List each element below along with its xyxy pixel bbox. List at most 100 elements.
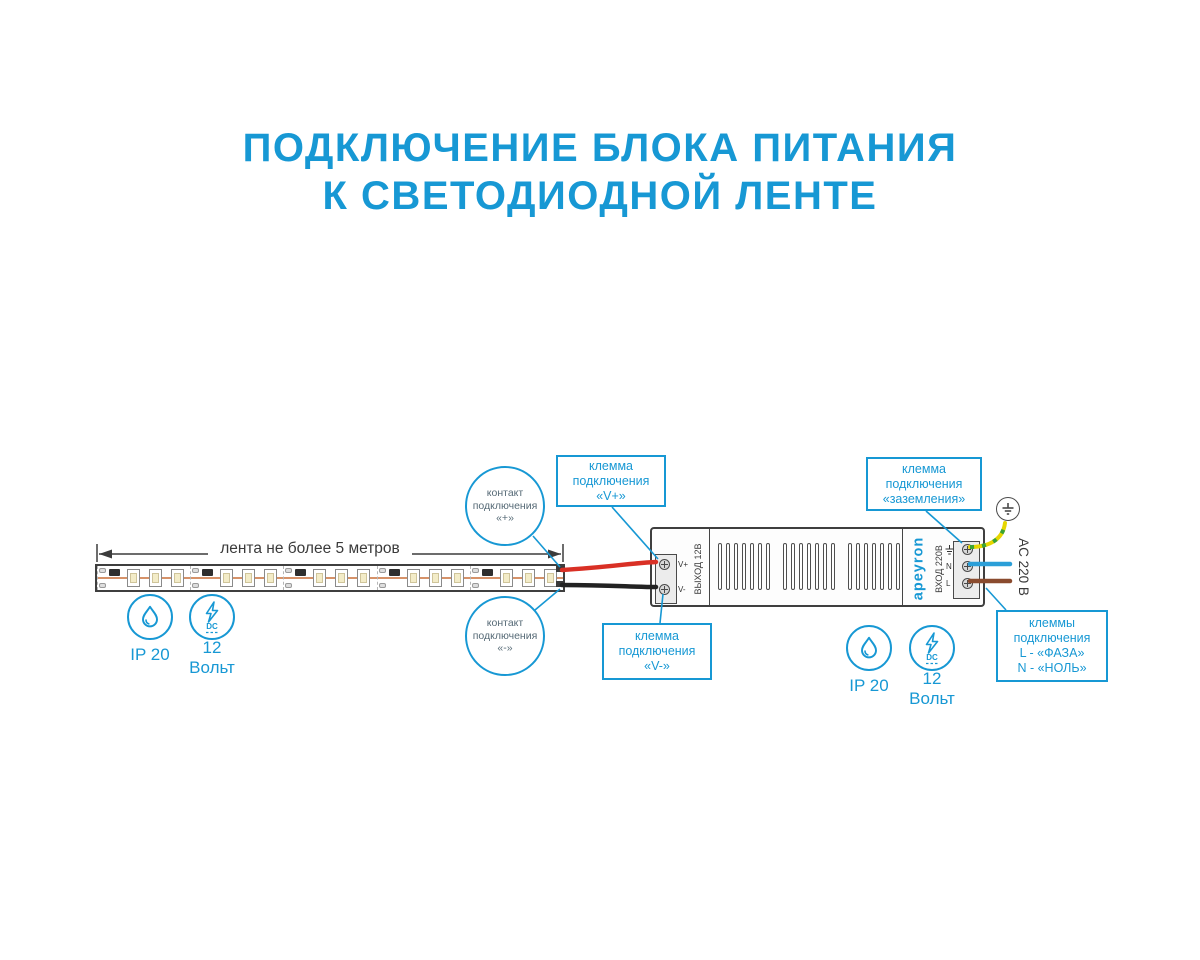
led-emitter (502, 573, 510, 583)
cut-line (469, 566, 471, 590)
wire-red (559, 559, 659, 573)
voltage-label: 12 Вольт (896, 669, 968, 709)
ip-rating-label: IP 20 (849, 676, 889, 695)
vent-slot (848, 543, 852, 590)
vent-slot (791, 543, 795, 590)
vent-slot (815, 543, 819, 590)
dc-lightning-icon: DC (925, 632, 939, 665)
vent-slot (831, 543, 835, 590)
callout-text: «заземления» (882, 491, 966, 506)
page-title: ПОДКЛЮЧЕНИЕ БЛОКА ПИТАНИЯ К СВЕТОДИОДНОЙ… (0, 124, 1200, 220)
led-chip (521, 569, 535, 587)
vent-slot (888, 543, 892, 590)
dc-text: DC (926, 653, 938, 662)
callout-text: контакт (486, 487, 524, 500)
callout-text: клемма (902, 461, 946, 476)
led-strip-segment (190, 566, 284, 590)
resistor (481, 569, 493, 576)
callout-text: подключения (472, 499, 538, 512)
led-emitter (546, 573, 554, 583)
led-chip (220, 569, 234, 587)
callout-text: клемма (635, 629, 679, 643)
solder-pad (471, 583, 479, 588)
ground-icon (1002, 503, 1014, 515)
water-drop-icon (861, 636, 877, 659)
callout-text: «V-» (644, 659, 670, 673)
led-emitter (223, 573, 231, 583)
led-chip (406, 569, 420, 587)
cut-line (283, 566, 285, 590)
solder-pad (378, 568, 386, 573)
vent-slot (799, 543, 803, 590)
callout-text: подключения (472, 629, 538, 642)
dc-voltage-badge: DC (909, 625, 955, 671)
callout-text: L - «ФАЗА» (1019, 646, 1085, 660)
led-chip (313, 569, 327, 587)
dc-voltage-badge: DC (189, 594, 235, 640)
led-emitter (316, 573, 324, 583)
callout-terminal-ln: клеммы подключения L - «ФАЗА» N - «НОЛЬ» (996, 610, 1108, 682)
strip-end-contact-plus (556, 566, 565, 572)
psu-output-label: ВЫХОД 12В (693, 543, 703, 595)
resistor (109, 569, 120, 576)
vent-slot (726, 543, 730, 590)
psu-divider (709, 529, 710, 605)
psu-input-label: ВХОД 220В (934, 545, 944, 593)
voltage-label: 12 Вольт (176, 638, 248, 678)
terminal-screw-ground (962, 544, 973, 555)
resistor (388, 569, 400, 576)
psu-divider (902, 529, 903, 605)
vent-grille (718, 543, 904, 590)
solder-pad (378, 583, 386, 588)
led-emitter (524, 573, 532, 583)
terminal-screw-n (962, 561, 973, 572)
pointer-contact-minus (534, 588, 561, 611)
led-emitter (152, 573, 159, 583)
callout-text: подключения (885, 476, 963, 491)
ip-rating-badge (846, 625, 892, 671)
strip-length-label: лента не более 5 метров (210, 540, 410, 558)
terminal-label-vminus: V- (678, 585, 686, 594)
cut-line (97, 566, 98, 590)
callout-contact-plus: контакт подключения «+» (465, 466, 545, 546)
copper-trace (97, 577, 191, 579)
callout-contact-minus: контакт подключения «-» (465, 596, 545, 676)
terminal-label-l: L (946, 579, 951, 588)
dc-lightning-icon: DC (205, 601, 219, 634)
pointer-terminal-ln (985, 587, 1007, 611)
copper-trace (376, 577, 470, 579)
solder-pad (285, 568, 293, 573)
led-chip (357, 569, 371, 587)
wire-black (559, 582, 659, 590)
led-chip (242, 569, 256, 587)
solder-pad (471, 568, 479, 573)
vent-slot (807, 543, 811, 590)
dc-text: DC (206, 622, 218, 631)
terminal-screw-vminus (659, 584, 670, 595)
led-strip-segment (469, 566, 563, 590)
pointer-contact-plus (532, 535, 561, 568)
solder-pad (192, 568, 200, 573)
callout-text: «V+» (596, 488, 626, 503)
led-emitter (431, 573, 439, 583)
resistor (295, 569, 307, 576)
led-chip (149, 569, 162, 587)
led-chip (335, 569, 349, 587)
led-emitter (130, 573, 137, 583)
led-chip (428, 569, 442, 587)
vent-slot (783, 543, 787, 590)
vent-slot (766, 543, 770, 590)
callout-text: клеммы (1028, 616, 1076, 630)
ip-rating-label: IP 20 (130, 645, 170, 664)
callout-terminal-ground: клемма подключения «заземления» (866, 457, 982, 511)
solder-pad (99, 568, 106, 573)
terminal-screw-l (962, 578, 973, 589)
led-emitter (409, 573, 417, 583)
callout-text: «+» (496, 512, 514, 525)
terminal-screw-vplus (659, 559, 670, 570)
led-chip (450, 569, 464, 587)
led-chip (543, 569, 557, 587)
vent-slot (758, 543, 762, 590)
voltage-value: 12 (922, 669, 942, 688)
